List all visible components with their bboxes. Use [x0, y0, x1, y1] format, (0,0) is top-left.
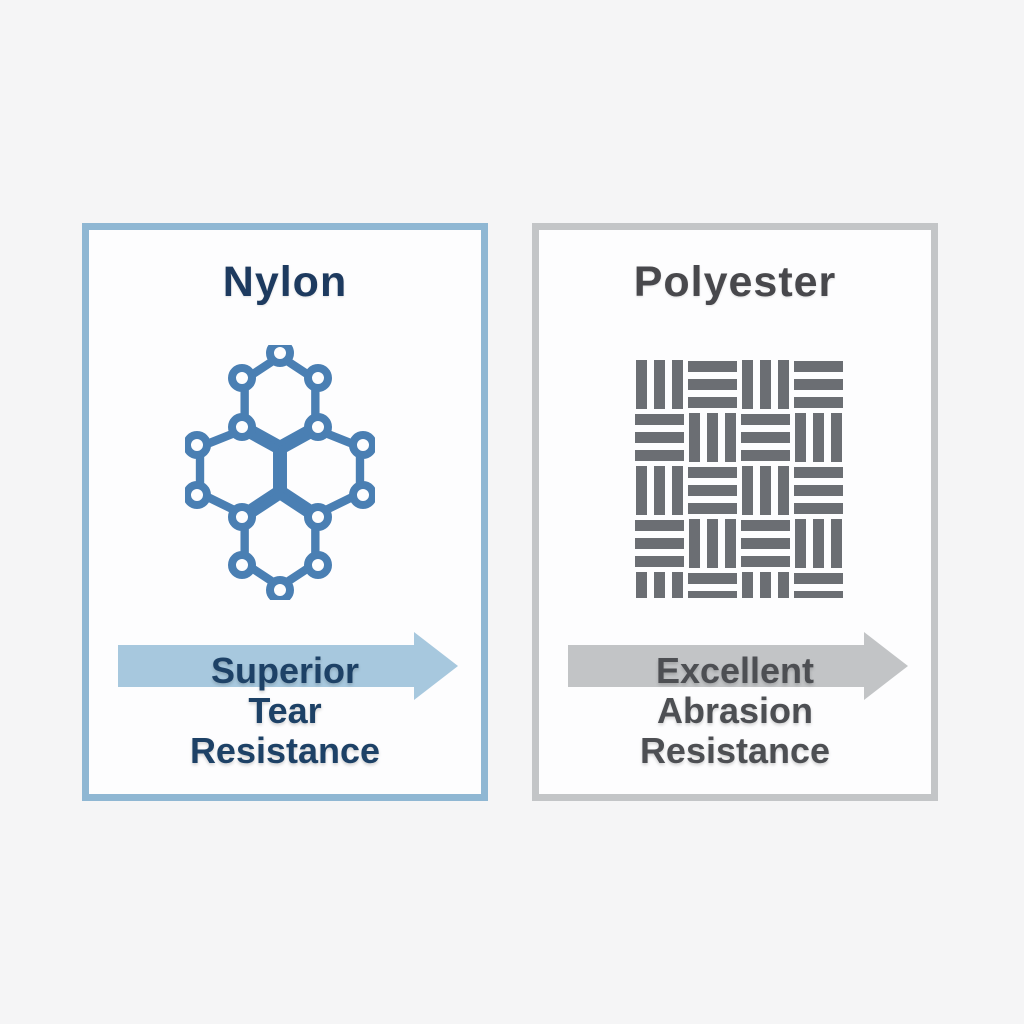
panel-title: Nylon: [222, 258, 348, 306]
molecule-icon: [185, 345, 375, 600]
panel-polyester: Polyester: [532, 223, 938, 801]
feature-line: Abrasion: [656, 690, 814, 731]
feature-line: Resistance: [639, 730, 831, 771]
feature-line: Tear: [248, 690, 322, 731]
weave-icon: [633, 358, 845, 598]
arrow-right-icon: [118, 632, 458, 700]
panel-nylon: Nylon: [82, 223, 488, 801]
panel-title: Polyester: [633, 258, 837, 306]
arrow-right-icon: [568, 632, 908, 700]
feature-line: Resistance: [189, 730, 381, 771]
feature-line: Superior: [210, 650, 360, 691]
feature-text: Superior Tear Resistance: [89, 651, 481, 771]
feature-text: Excellent Abrasion Resistance: [539, 651, 931, 771]
feature-line: Excellent: [655, 650, 815, 691]
